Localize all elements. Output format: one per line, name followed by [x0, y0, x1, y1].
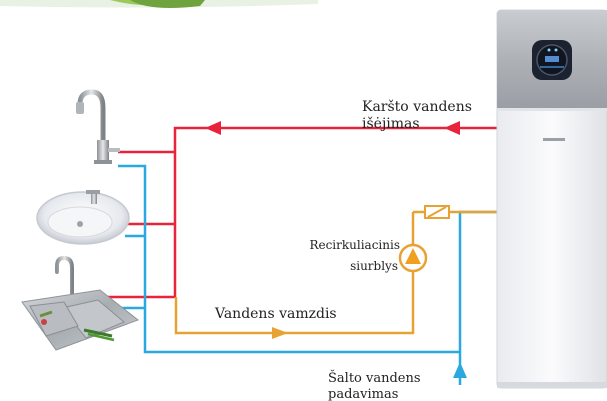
recirculation-pipe	[174, 210, 497, 335]
pipe-label: Vandens vamzdis	[214, 306, 337, 322]
hot-water-label-line1: Karšto vandens	[362, 98, 472, 115]
pump-label: Recirkuliacinis siurblys	[309, 238, 400, 273]
pump-label-line2: siurblys	[350, 259, 398, 273]
hot-flow-arrow-1	[444, 121, 460, 135]
cold-water-label-line2: padavimas	[328, 387, 398, 401]
hot-water-pipes	[82, 126, 497, 299]
faucet-icon	[76, 89, 120, 164]
check-valve-icon	[424, 205, 450, 219]
hot-water-label: Karšto vandens išėjimas	[362, 98, 472, 132]
kitchen-sink-icon	[21, 255, 140, 351]
hot-flow-arrow-2	[205, 121, 221, 135]
decorative-plant-strip	[0, 0, 318, 8]
recirc-flow-arrow	[272, 327, 288, 339]
cold-water-label: Šalto vandens padavimas	[328, 369, 421, 401]
basin-sink-icon	[36, 190, 130, 245]
hot-water-label-line2: išėjimas	[362, 115, 420, 132]
circulation-pump-icon	[398, 243, 428, 273]
cold-flow-arrow	[453, 362, 467, 378]
heat-pump-icon	[496, 9, 607, 389]
pump-label-line1: Recirkuliacinis	[309, 238, 400, 252]
cold-water-label-line1: Šalto vandens	[328, 369, 421, 386]
